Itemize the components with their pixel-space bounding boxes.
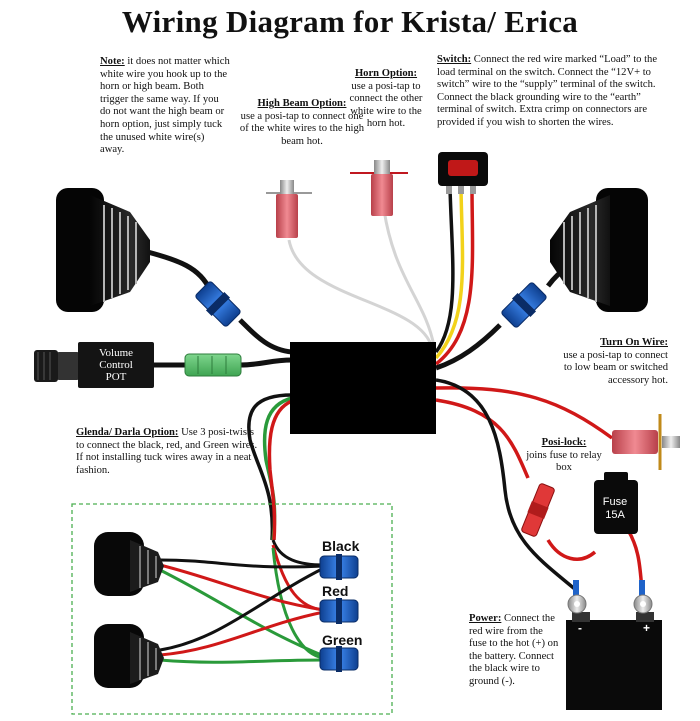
glenda-heading: Glenda/ Darla Option:	[76, 427, 179, 438]
right-connector-wire	[435, 323, 502, 371]
battery-positive-sign: +	[643, 621, 651, 635]
fuse-label-line-1: Fuse	[602, 496, 628, 508]
rocker-switch	[438, 152, 488, 194]
horn-posi-tap	[350, 160, 408, 216]
battery-negative-sign: -	[578, 621, 582, 635]
turn-on-wire	[435, 386, 614, 440]
left-connector-wire	[238, 318, 293, 355]
volume-knob	[34, 350, 80, 382]
diagram-title: Wiring Diagram for Krista/ Erica	[121, 4, 579, 39]
glenda-lamp-bottom	[94, 624, 164, 688]
switch-heading: Switch:	[437, 54, 472, 65]
posi-lock-connector	[521, 483, 555, 537]
right-blue-connector	[501, 282, 547, 328]
note-text: it does not matter which white wire you …	[100, 56, 230, 156]
high-beam-heading: High Beam Option:	[257, 98, 347, 109]
green-wire-terminal	[319, 646, 359, 672]
glenda-option-block: Glenda/ Darla Option: Use 3 posi-twists …	[76, 427, 262, 477]
turn-on-posi-tap	[612, 414, 680, 470]
black-wire-terminal	[319, 554, 359, 580]
fuse-red-wire	[546, 529, 644, 591]
horn-option-block: Horn Option: use a posi-tap to connect t…	[346, 68, 426, 131]
glenda-option-box	[71, 503, 393, 715]
high-beam-text: use a posi-tap to connect one of the whi…	[239, 110, 365, 147]
glenda-branch-wires	[159, 539, 325, 664]
black-wire-label: Black	[322, 538, 360, 554]
power-heading: Power:	[469, 613, 502, 624]
power-text: Connect the red wire from the fuse to th…	[469, 613, 559, 687]
switch-text: Connect the red wire marked “Load” to th…	[437, 54, 658, 128]
fuse-holder	[594, 472, 638, 534]
turn-on-text: use a posi-tap to connect to low beam or…	[563, 349, 668, 386]
left-blue-connector	[195, 281, 241, 327]
posi-lock-text: joins fuse to relay box	[526, 449, 602, 474]
fuse-label-line-2: 15A	[605, 509, 625, 521]
ground-wire	[435, 378, 578, 592]
turn-on-wire-block: Turn On Wire: use a posi-tap to connect …	[560, 337, 668, 387]
red-wire-terminal	[319, 598, 359, 624]
volume-control-pot: Volume Control POT	[78, 342, 154, 388]
high-beam-option-block: High Beam Option: use a posi-tap to conn…	[236, 98, 368, 148]
note-block: Note: it does not matter which white wir…	[100, 56, 230, 157]
pot-wire	[154, 357, 293, 368]
battery	[566, 612, 662, 710]
pot-label-line-1: Volume	[98, 347, 134, 359]
switch-block: Switch: Connect the red wire marked “Loa…	[437, 54, 669, 130]
posi-lock-heading: Posi-lock:	[541, 437, 587, 448]
red-wire-label: Red	[322, 583, 349, 599]
horn-text: use a posi-tap to connect the other whit…	[349, 80, 423, 130]
left-lamp-wire	[139, 247, 213, 292]
posi-lock-block: Posi-lock: joins fuse to relay box	[526, 437, 602, 475]
white-wires	[287, 209, 436, 349]
right-driving-lamp	[550, 188, 648, 312]
posi-lock-wire	[435, 398, 530, 479]
horn-heading: Horn Option:	[354, 68, 418, 79]
high-beam-posi-tap	[266, 180, 312, 238]
power-block: Power: Connect the red wire from the fus…	[469, 613, 561, 689]
left-driving-lamp	[56, 188, 150, 312]
pot-label-line-3: POT	[105, 371, 127, 383]
battery-ring-terminals	[567, 580, 653, 614]
note-heading: Note:	[100, 56, 125, 67]
glenda-lamp-top	[94, 532, 164, 596]
green-wire-label: Green	[322, 632, 363, 648]
turn-on-heading: Turn On Wire:	[600, 337, 668, 348]
glenda-text: Use 3 posi-twists to connect the black, …	[76, 427, 258, 476]
relay-box	[290, 342, 436, 434]
fuse-label: Fuse 15A	[593, 496, 637, 522]
pot-label-line-2: Control	[99, 359, 133, 371]
green-inline-connector	[184, 353, 242, 377]
switch-wires	[434, 187, 475, 366]
